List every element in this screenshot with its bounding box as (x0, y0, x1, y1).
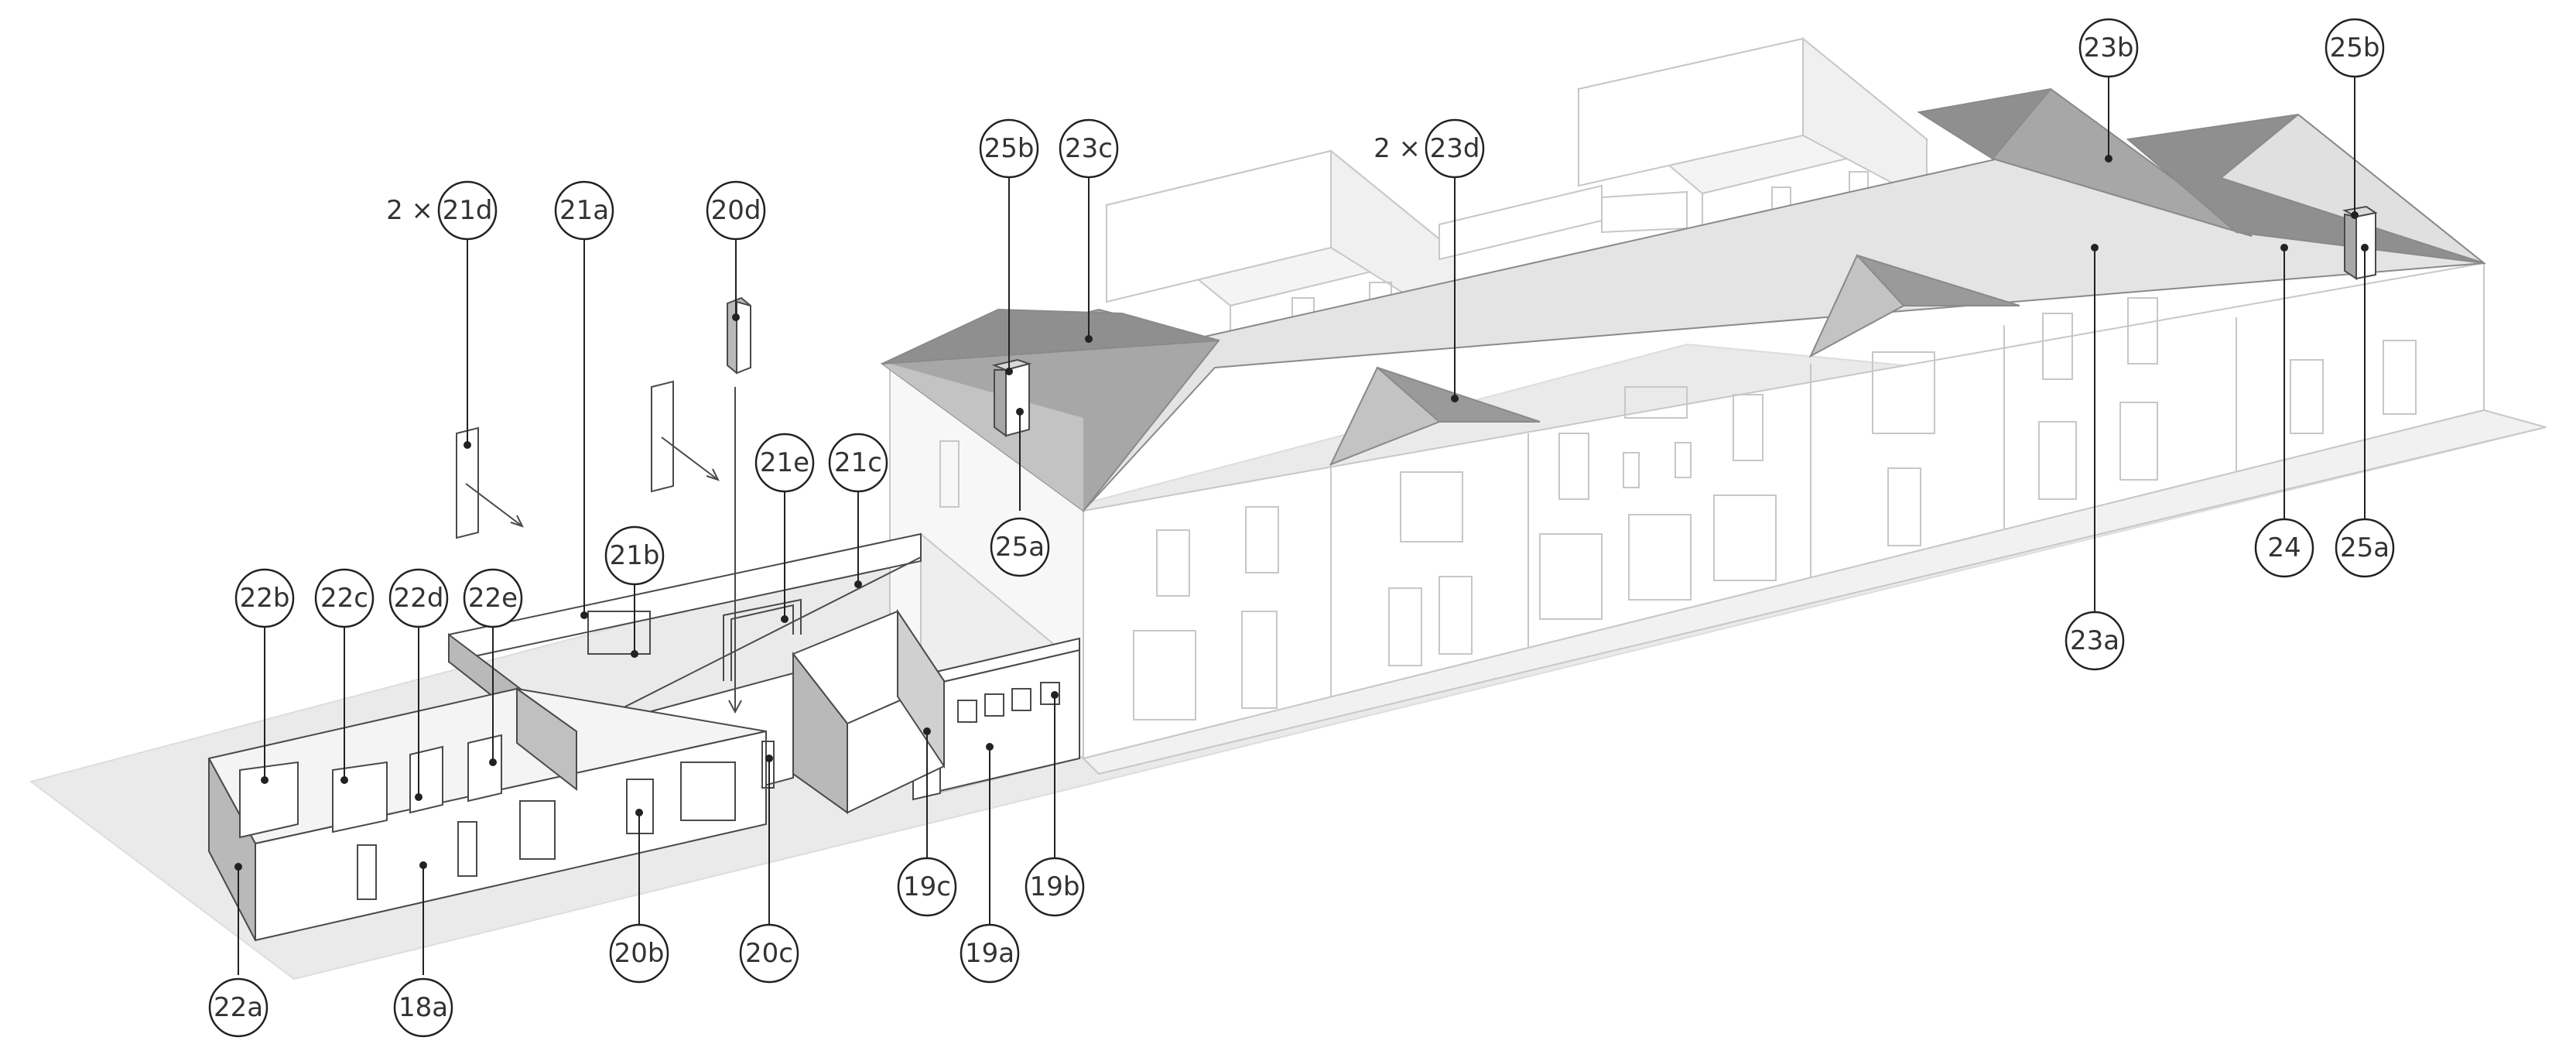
callout-25b-right (2325, 18, 2385, 78)
volume-21c (792, 608, 946, 814)
label-21a: 21a (559, 195, 609, 226)
leader-lines (234, 77, 2369, 975)
callout-19b (1025, 857, 1085, 917)
callouts (208, 18, 2395, 1038)
label-19c: 19c (903, 871, 951, 902)
label-25b-left: 25b (984, 133, 1035, 164)
floating-parts (456, 296, 751, 714)
label-21d: 21d (443, 195, 493, 226)
label-19b: 19b (1030, 871, 1080, 902)
callout-21d (437, 180, 498, 241)
label-21e: 21e (760, 447, 809, 478)
label-22e: 22e (468, 583, 518, 614)
callout-22e (463, 568, 523, 628)
callout-24 (2254, 518, 2314, 578)
callout-25a-right (2335, 518, 2395, 578)
label-20d: 20d (711, 195, 761, 226)
rear-extension-right (1576, 36, 1929, 249)
chimney-left (991, 358, 1032, 437)
callout-21c (828, 433, 888, 493)
callout-22a (208, 977, 269, 1038)
callout-23d (1425, 118, 1485, 179)
callout-19c (897, 857, 957, 917)
label-21c: 21c (834, 447, 882, 478)
label-18a: 18a (399, 992, 448, 1023)
label-25a-left: 25a (995, 532, 1045, 563)
label-20b: 20b (614, 938, 665, 969)
outbuilding-19 (912, 532, 1080, 799)
label-23d: 23d (1430, 133, 1480, 164)
label-23c: 23c (1065, 133, 1113, 164)
callout-23b (2078, 18, 2139, 78)
callout-21b (604, 525, 665, 586)
callout-23a (2065, 611, 2125, 671)
label-19a: 19a (965, 938, 1014, 969)
label-23b: 23b (2084, 33, 2134, 63)
callout-19a (960, 923, 1020, 984)
callout-21e (754, 433, 815, 493)
main-roof (880, 87, 2487, 513)
chimney-right (2342, 205, 2378, 280)
callout-20b (609, 923, 669, 984)
callout-20c (739, 923, 799, 984)
callout-23c (1059, 118, 1119, 179)
label-25b-right: 25b (2330, 33, 2380, 63)
callout-22d (388, 568, 449, 628)
label-22d: 22d (394, 583, 444, 614)
callout-21a (554, 180, 614, 241)
label-25a-right: 25a (2340, 532, 2390, 563)
callout-labels: 21d 21a 20d 21e 21c 21b 22b 22c 22d 22e … (214, 33, 2390, 1023)
callout-20d (706, 180, 766, 241)
label-23a: 23a (2070, 625, 2119, 656)
door-frame-21e (723, 598, 802, 681)
label-24: 24 (2267, 532, 2301, 563)
label-22c: 22c (320, 583, 368, 614)
label-22a: 22a (214, 992, 263, 1023)
callout-22c (314, 568, 375, 628)
callout-18a (393, 977, 453, 1038)
callout-22b (234, 568, 295, 628)
rear-extension-left (1104, 149, 1457, 365)
label-21b: 21b (610, 540, 660, 571)
multiplier-23d: 2 × (1374, 133, 1421, 164)
label-22b: 22b (240, 583, 290, 614)
callout-25a-left (990, 517, 1050, 577)
multiplier-21d: 2 × (386, 195, 433, 226)
label-20c: 20c (745, 938, 793, 969)
callout-25b-left (979, 118, 1039, 179)
